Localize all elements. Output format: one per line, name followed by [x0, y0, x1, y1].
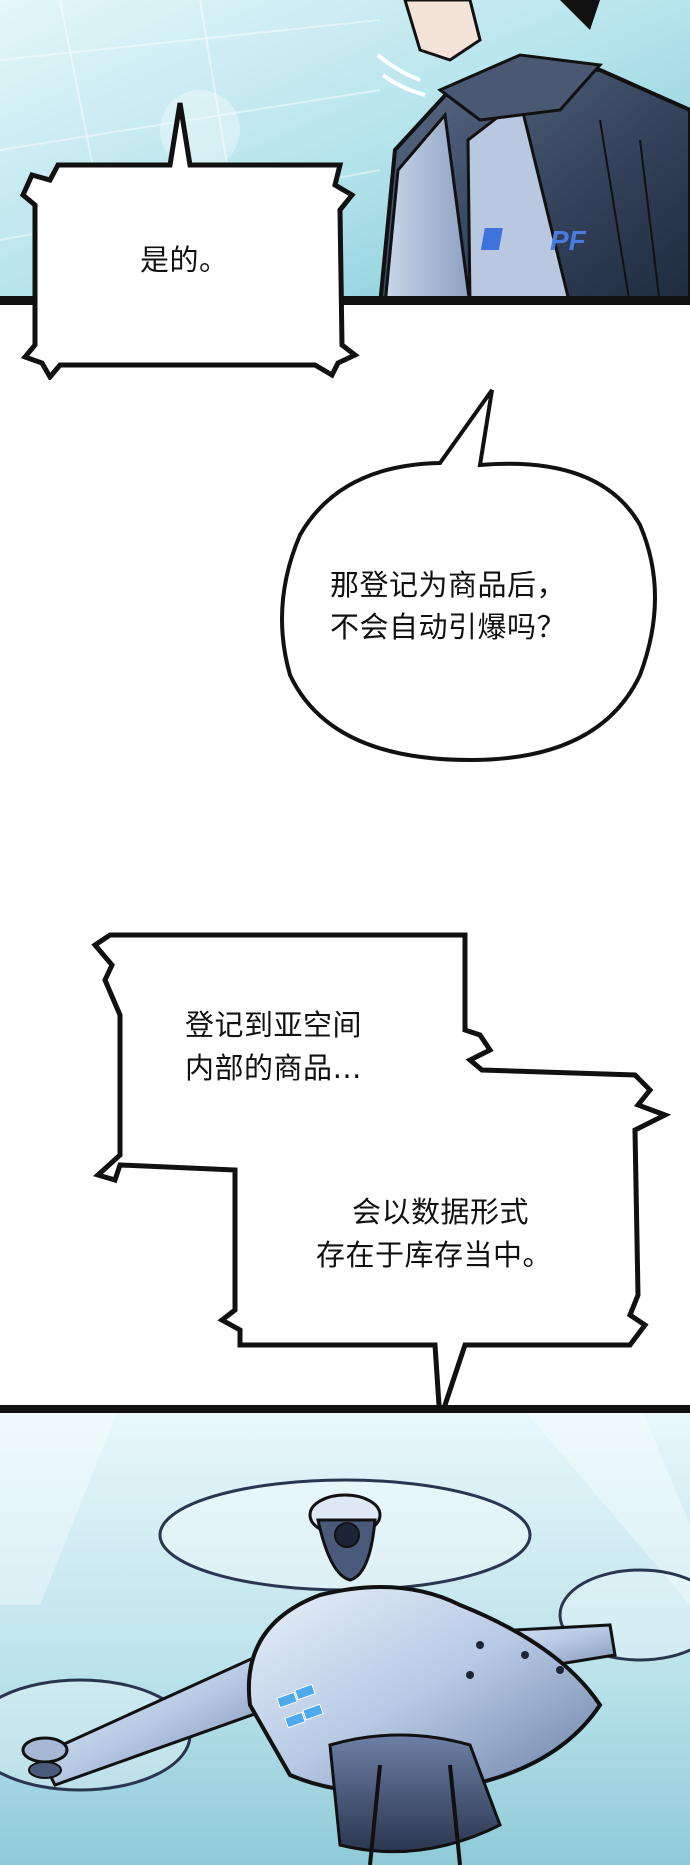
speech-bubble-3-part2-line-1: 会以数据形式: [352, 1195, 530, 1229]
speech-bubble-2-shape: [280, 388, 657, 763]
bottom-panel-illustration: [0, 1405, 690, 1865]
drone-light-panels: [276, 1683, 324, 1729]
speech-bubble-2-line-2: 不会自动引爆吗？: [330, 610, 567, 644]
speech-bubble-3-shape: [91, 932, 672, 1421]
top-panel-illustration: PF: [0, 0, 690, 305]
speech-bubble-1-text: 是的。: [140, 243, 229, 277]
speech-bubble-1: 是的。: [20, 95, 360, 380]
top-panel-art: PF: [0, 0, 690, 305]
speech-bubble-1-shape: [20, 102, 360, 380]
speech-bubble-3-part2-line-2: 存在于库存当中。: [316, 1238, 553, 1272]
bottom-panel-art: [0, 1405, 690, 1865]
speech-bubble-2: 那登记为商品后， 不会自动引爆吗？: [270, 385, 670, 770]
speech-bubble-3-part1-line-1: 登记到亚空间: [185, 1008, 363, 1042]
jacket-logo-badge: PF: [480, 225, 587, 256]
speech-bubble-3-part1-line-2: 内部的商品…: [185, 1051, 363, 1085]
badge-text: PF: [550, 225, 587, 256]
speech-bubble-2-line-1: 那登记为商品后，: [330, 568, 567, 602]
speech-bubble-3: 登记到亚空间 内部的商品… 会以数据形式 存在于库存当中。: [90, 920, 680, 1440]
